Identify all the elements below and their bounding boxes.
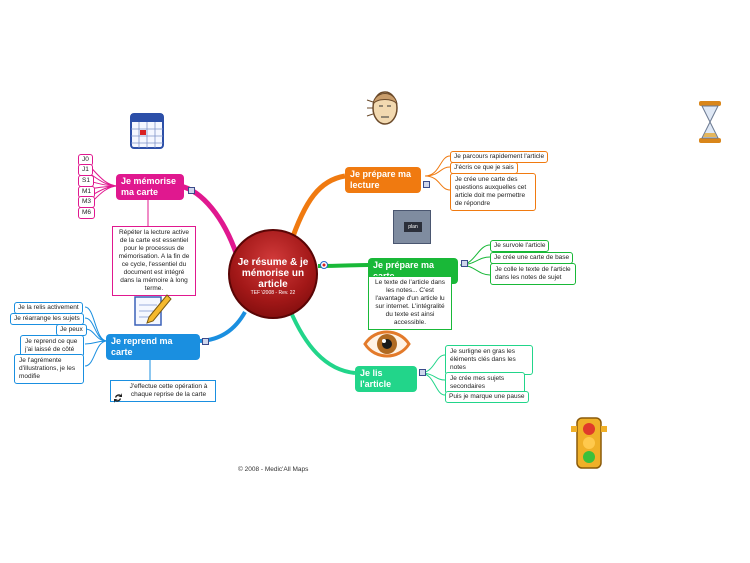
central-title: Je résume & je mémorise un article xyxy=(237,257,309,290)
branch-reprend[interactable]: Je reprend ma carte xyxy=(106,334,200,360)
notes-icon[interactable] xyxy=(461,260,468,267)
head-icon xyxy=(366,91,398,125)
recycle-icon xyxy=(114,393,122,403)
plan-icon: plan xyxy=(393,210,431,244)
branch-memorise[interactable]: Je mémorise ma carte xyxy=(116,174,184,200)
pencil-icon xyxy=(134,294,172,326)
notes-icon[interactable] xyxy=(202,338,209,345)
reprend-item-2[interactable]: Je réarrange les sujets xyxy=(10,313,84,325)
branch-lis-label: Je lis l'article xyxy=(360,368,392,389)
prepare-carte-item-3[interactable]: Je colle le texte de l'article dans les … xyxy=(490,263,576,285)
traffic-light-icon xyxy=(571,417,607,469)
central-subtitle: TEF \2008 - Rev. 22 xyxy=(250,290,296,296)
branch-prepare-lecture-label: Je prépare ma lecture xyxy=(350,169,412,190)
notes-icon[interactable] xyxy=(423,181,430,188)
branch-prepare-lecture[interactable]: Je prépare ma lecture xyxy=(345,167,421,193)
calendar-icon xyxy=(130,113,164,149)
link-icon[interactable] xyxy=(320,261,328,269)
lis-item-3[interactable]: Puis je marque une pause xyxy=(445,391,529,403)
tag-m6[interactable]: M6 xyxy=(78,207,96,219)
plan-icon-label: plan xyxy=(404,222,422,232)
memorise-note: Répéter la lecture active de la carte es… xyxy=(112,226,196,296)
branch-memorise-label: Je mémorise ma carte xyxy=(121,176,177,197)
branch-lis[interactable]: Je lis l'article xyxy=(355,366,417,392)
reprend-item-5[interactable]: Je l'agrémente d'illustrations, je les m… xyxy=(14,354,84,384)
branch-reprend-label: Je reprend ma carte xyxy=(111,336,173,357)
prepare-carte-item-1[interactable]: Je survole l'article xyxy=(490,240,550,252)
hourglass-icon xyxy=(699,101,721,143)
reprend-note: J'effectue cette opération à chaque repr… xyxy=(110,380,216,402)
eye-icon xyxy=(363,330,411,358)
tag-s1[interactable]: S1 xyxy=(78,175,94,187)
notes-icon[interactable] xyxy=(188,187,195,194)
notes-icon[interactable] xyxy=(419,369,426,376)
central-topic[interactable]: Je résume & je mémorise un article TEF \… xyxy=(228,229,318,319)
reprend-note-text: J'effectue cette opération à chaque repr… xyxy=(129,383,208,398)
prepare-carte-note: Le texte de l'article dans les notes... … xyxy=(368,276,452,330)
prepare-lecture-item-3[interactable]: Je crée une carte des questions auxquell… xyxy=(450,173,536,211)
lis-item-1[interactable]: Je surligne en gras les éléments clés da… xyxy=(445,345,533,375)
footer-copyright: © 2008 - Medic'All Maps xyxy=(238,466,309,473)
